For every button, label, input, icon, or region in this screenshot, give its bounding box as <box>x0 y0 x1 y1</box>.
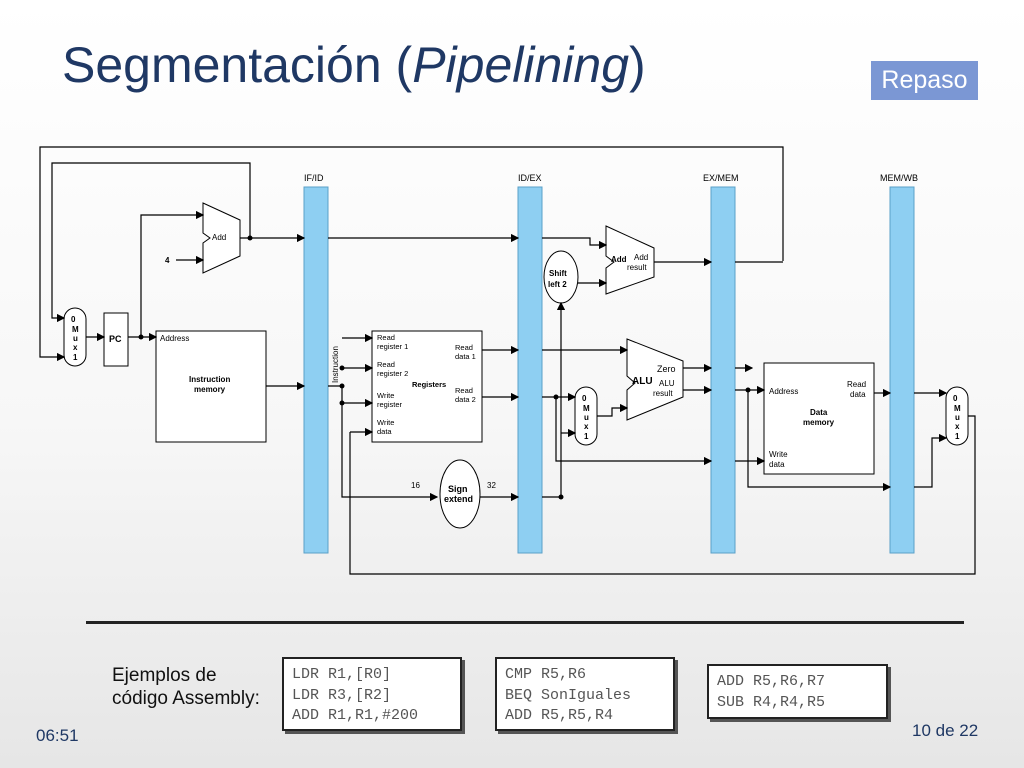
svg-text:Read: Read <box>847 380 866 389</box>
slide-time: 06:51 <box>36 726 79 745</box>
instruction-label: Instruction <box>331 346 340 383</box>
pc-mux: 0 M u x 1 <box>63 307 87 367</box>
svg-text:PC: PC <box>109 334 122 344</box>
pipeline-register-id-ex: ID/EX <box>517 173 543 554</box>
svg-text:1: 1 <box>73 353 78 362</box>
svg-text:Write: Write <box>769 450 788 459</box>
svg-text:u: u <box>73 334 78 343</box>
alu: ALU Zero ALU result <box>626 338 684 421</box>
examples-label: Ejemplos de código Assembly: <box>112 665 260 709</box>
svg-text:Add: Add <box>212 233 226 242</box>
svg-text:Data: Data <box>810 408 828 417</box>
svg-text:1: 1 <box>584 432 589 441</box>
svg-text:ALU: ALU <box>632 376 653 387</box>
svg-text:extend: extend <box>444 494 473 504</box>
svg-text:Write: Write <box>377 418 394 427</box>
pc-adder: Add <box>202 202 241 274</box>
code-line: ADD R5,R6,R7 <box>717 673 826 690</box>
svg-text:0: 0 <box>953 394 958 403</box>
code-line: LDR R1,[R0] <box>292 666 392 683</box>
sign-extend: Sign extend <box>439 459 481 529</box>
wire-junctions <box>138 235 751 500</box>
code-block-3: ADD R5,R6,R7 SUB R4,R4,R5 <box>707 664 888 719</box>
svg-text:data 1: data 1 <box>455 352 476 361</box>
svg-text:register: register <box>377 400 403 409</box>
code-line: ADD R5,R5,R4 <box>505 707 614 724</box>
svg-text:Read: Read <box>455 386 473 395</box>
svg-text:data: data <box>377 427 392 436</box>
svg-text:Registers: Registers <box>412 380 446 389</box>
slide-title: Segmentación (Pipelining) <box>62 37 646 93</box>
pipeline-datapath-diagram: IF/ID ID/EX EX/MEM MEM/WB Add 4 0 M u x … <box>39 146 976 575</box>
svg-text:x: x <box>584 422 589 431</box>
svg-text:1: 1 <box>955 432 960 441</box>
writeback-mux: 0 M u x 1 <box>945 386 969 446</box>
svg-text:0: 0 <box>582 394 587 403</box>
svg-text:x: x <box>955 422 960 431</box>
svg-text:Instruction: Instruction <box>189 375 230 384</box>
code-block-1: LDR R1,[R0] LDR R3,[R2] ADD R1,R1,#200 <box>282 657 462 731</box>
svg-text:memory: memory <box>803 418 835 427</box>
program-counter: PC <box>103 312 129 367</box>
svg-text:result: result <box>653 389 673 398</box>
slide-page-number: 10 de 22 <box>912 721 979 740</box>
data-memory: Address Data memory Read data Write data <box>763 362 875 475</box>
bits-32-label: 32 <box>487 481 496 490</box>
svg-text:M: M <box>954 404 961 413</box>
svg-text:0: 0 <box>71 315 76 324</box>
svg-text:Read: Read <box>377 360 395 369</box>
svg-text:M: M <box>583 404 590 413</box>
code-line: LDR R3,[R2] <box>292 686 392 704</box>
code-line: BEQ SonIguales <box>505 686 632 704</box>
svg-text:u: u <box>584 413 589 422</box>
pipeline-register-mem-wb: MEM/WB <box>880 173 918 554</box>
svg-text:Sign: Sign <box>448 484 468 494</box>
svg-text:register 2: register 2 <box>377 369 408 378</box>
svg-text:ALU: ALU <box>659 379 675 388</box>
alu-source-mux: 0 M u x 1 <box>574 386 598 446</box>
svg-text:M: M <box>72 325 79 334</box>
shift-left-2: Shift left 2 <box>543 250 579 304</box>
svg-text:data 2: data 2 <box>455 395 476 404</box>
svg-text:register 1: register 1 <box>377 342 408 351</box>
svg-text:Read: Read <box>455 343 473 352</box>
pipeline-register-if-id: IF/ID <box>303 173 329 554</box>
code-line: CMP R5,R6 <box>505 666 587 683</box>
bits-16-label: 16 <box>411 481 420 490</box>
svg-text:Add: Add <box>634 253 648 262</box>
svg-text:Address: Address <box>769 387 798 396</box>
pipeline-register-ex-mem: EX/MEM <box>703 173 739 554</box>
constant-four: 4 <box>165 256 170 265</box>
branch-adder: Add Add result <box>605 225 655 295</box>
svg-text:result: result <box>627 263 647 272</box>
svg-text:Zero: Zero <box>657 364 676 374</box>
svg-text:Write: Write <box>377 391 394 400</box>
divider-line <box>86 621 964 624</box>
register-file: Read register 1 Read register 2 Write re… <box>371 330 483 443</box>
svg-text:EX/MEM: EX/MEM <box>703 173 739 183</box>
svg-text:Shift: Shift <box>549 269 567 278</box>
svg-text:IF/ID: IF/ID <box>304 173 324 183</box>
svg-text:x: x <box>73 343 78 352</box>
svg-text:ID/EX: ID/EX <box>518 173 542 183</box>
code-line: SUB R4,R4,R5 <box>717 693 826 711</box>
svg-text:data: data <box>769 460 785 469</box>
code-line: ADD R1,R1,#200 <box>292 707 419 724</box>
svg-text:data: data <box>850 390 866 399</box>
code-block-2: CMP R5,R6 BEQ SonIguales ADD R5,R5,R4 <box>495 657 675 731</box>
svg-text:MEM/WB: MEM/WB <box>880 173 918 183</box>
svg-text:u: u <box>955 413 960 422</box>
svg-text:Read: Read <box>377 333 395 342</box>
svg-text:left 2: left 2 <box>548 280 567 289</box>
svg-text:Address: Address <box>160 334 189 343</box>
svg-text:Add: Add <box>611 255 627 264</box>
svg-text:memory: memory <box>194 385 226 394</box>
review-badge: Repaso <box>871 61 978 100</box>
instruction-memory: Address Instruction memory <box>155 330 267 443</box>
